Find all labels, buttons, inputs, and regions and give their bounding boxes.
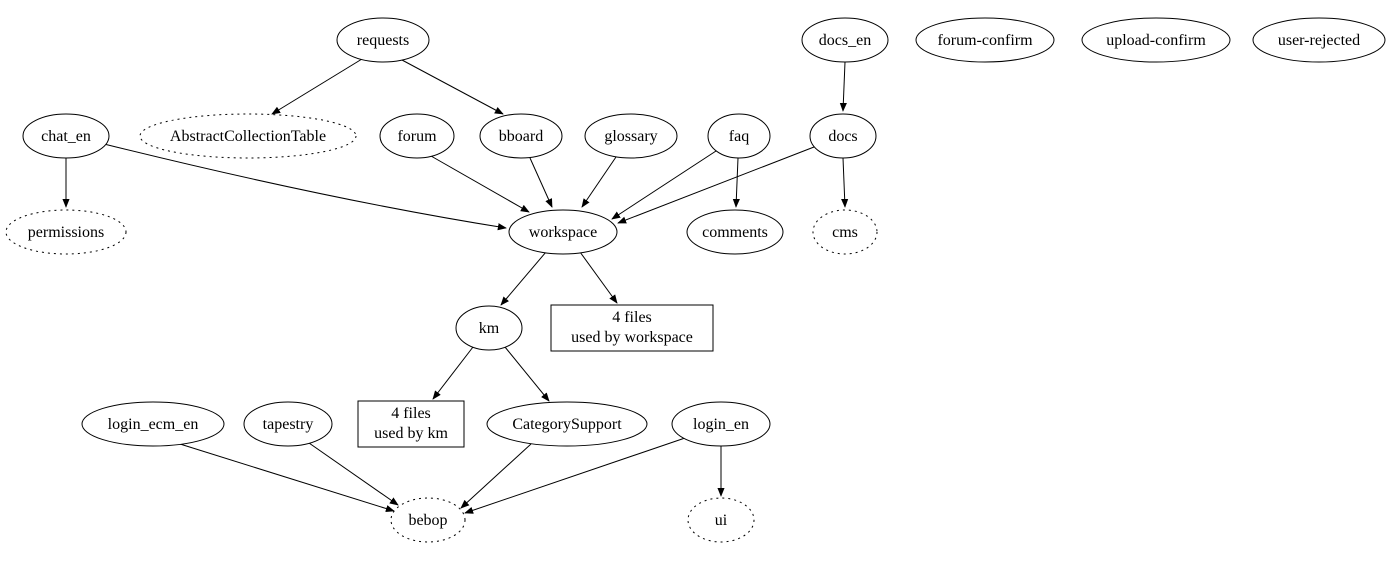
cms-label: cms [832, 224, 858, 241]
requests-ellipse [336, 17, 430, 63]
faq-ellipse [707, 113, 771, 159]
workspace-label: workspace [529, 224, 597, 241]
edge-forum-to-workspace [430, 155, 530, 213]
login_en-ellipse [671, 401, 771, 447]
user-rejected-label: user-rejected [1278, 32, 1360, 49]
files-used-by-km-rect [357, 400, 465, 448]
bebop-ellipse [390, 497, 466, 543]
permissions-label: permissions [28, 224, 104, 241]
node-requests: requests [336, 17, 430, 63]
edge-requests-to-bboard [401, 59, 504, 115]
node-forum: forum [379, 113, 455, 159]
files-used-by-km-line2: used by km [374, 425, 448, 442]
docs-label: docs [828, 128, 857, 145]
forum-confirm-ellipse [915, 17, 1055, 63]
node-categorysupport: CategorySupport [486, 401, 648, 447]
edge-requests-to-abstractcollectiontable [271, 58, 363, 115]
files-used-by-workspace-line2: used by workspace [571, 329, 693, 346]
chat_en-label: chat_en [41, 128, 91, 145]
faq-label: faq [729, 128, 749, 145]
node-docs_en: docs_en [801, 17, 889, 63]
node-login_en: login_en [671, 401, 771, 447]
forum-ellipse [379, 113, 455, 159]
ui-label: ui [715, 512, 728, 529]
node-cms: cms [812, 209, 878, 255]
node-forum-confirm: forum-confirm [915, 17, 1055, 63]
node-docs: docs [809, 113, 877, 159]
files-used-by-km-line1: 4 files [391, 405, 431, 422]
abstractcollectiontable-label: AbstractCollectionTable [170, 128, 326, 145]
docs-ellipse [809, 113, 877, 159]
node-glossary: glossary [584, 113, 678, 159]
bboard-ellipse [479, 113, 563, 159]
node-bboard: bboard [479, 113, 563, 159]
cms-ellipse [812, 209, 878, 255]
km-label: km [479, 320, 500, 337]
edge-login_ecm_en-to-bebop [179, 443, 395, 513]
edge-chat_en-to-workspace [103, 143, 507, 231]
node-workspace: workspace [508, 209, 618, 255]
login_ecm_en-ellipse [81, 401, 225, 447]
edge-tapestry-to-bebop [308, 442, 399, 506]
upload-confirm-ellipse [1081, 17, 1231, 63]
comments-ellipse [686, 209, 784, 255]
docs_en-label: docs_en [819, 32, 871, 49]
edge-docs_en-to-docs [839, 61, 847, 112]
forum-label: forum [397, 128, 437, 145]
user-rejected-ellipse [1252, 17, 1386, 63]
bboard-label: bboard [499, 128, 543, 145]
node-abstractcollectiontable: AbstractCollectionTable [139, 113, 357, 159]
node-km: km [455, 305, 523, 351]
edge-faq-to-workspace [611, 150, 717, 220]
ui-ellipse [687, 497, 755, 543]
edge-glossary-to-workspace [581, 156, 617, 208]
requests-label: requests [357, 32, 409, 49]
tapestry-ellipse [243, 401, 333, 447]
permissions-ellipse [5, 209, 127, 255]
bebop-label: bebop [408, 512, 447, 529]
edge-workspace-to-km [500, 251, 547, 306]
comments-label: comments [702, 224, 768, 241]
glossary-label: glossary [604, 128, 657, 145]
edge-group [62, 58, 849, 514]
node-permissions: permissions [5, 209, 127, 255]
tapestry-label: tapestry [263, 416, 314, 433]
abstractcollectiontable-ellipse [139, 113, 357, 159]
forum-confirm-label: forum-confirm [937, 32, 1033, 49]
node-upload-confirm: upload-confirm [1081, 17, 1231, 63]
files-used-by-workspace-rect [550, 304, 714, 352]
edge-workspace-to-files-workspace [579, 251, 618, 304]
workspace-ellipse [508, 209, 618, 255]
node-faq: faq [707, 113, 771, 159]
login_ecm_en-label: login_ecm_en [108, 416, 199, 433]
docs_en-ellipse [801, 17, 889, 63]
categorysupport-label: CategorySupport [512, 416, 622, 433]
edge-categorysupport-to-bebop [460, 443, 532, 509]
node-user-rejected: user-rejected [1252, 17, 1386, 63]
node-bebop: bebop [390, 497, 466, 543]
node-login_ecm_en: login_ecm_en [81, 401, 225, 447]
node-files-used-by-workspace: 4 files used by workspace [550, 304, 714, 352]
edge-docs-to-workspace [617, 146, 815, 224]
login_en-label: login_en [693, 416, 749, 433]
edge-km-to-categorysupport [504, 346, 550, 402]
edge-bboard-to-workspace [529, 157, 553, 208]
edge-faq-to-comments [732, 157, 740, 208]
categorysupport-ellipse [486, 401, 648, 447]
glossary-ellipse [584, 113, 678, 159]
edge-login_en-to-bebop [464, 437, 686, 514]
edge-docs-to-cms [841, 157, 849, 208]
chat_en-ellipse [22, 113, 110, 159]
node-comments: comments [686, 209, 784, 255]
upload-confirm-label: upload-confirm [1106, 32, 1206, 49]
node-chat_en: chat_en [22, 113, 110, 159]
node-ui: ui [687, 497, 755, 543]
km-ellipse [455, 305, 523, 351]
edge-km-to-files-km [432, 346, 474, 400]
node-tapestry: tapestry [243, 401, 333, 447]
files-used-by-workspace-line1: 4 files [612, 309, 652, 326]
node-files-used-by-km: 4 files used by km [357, 400, 465, 448]
